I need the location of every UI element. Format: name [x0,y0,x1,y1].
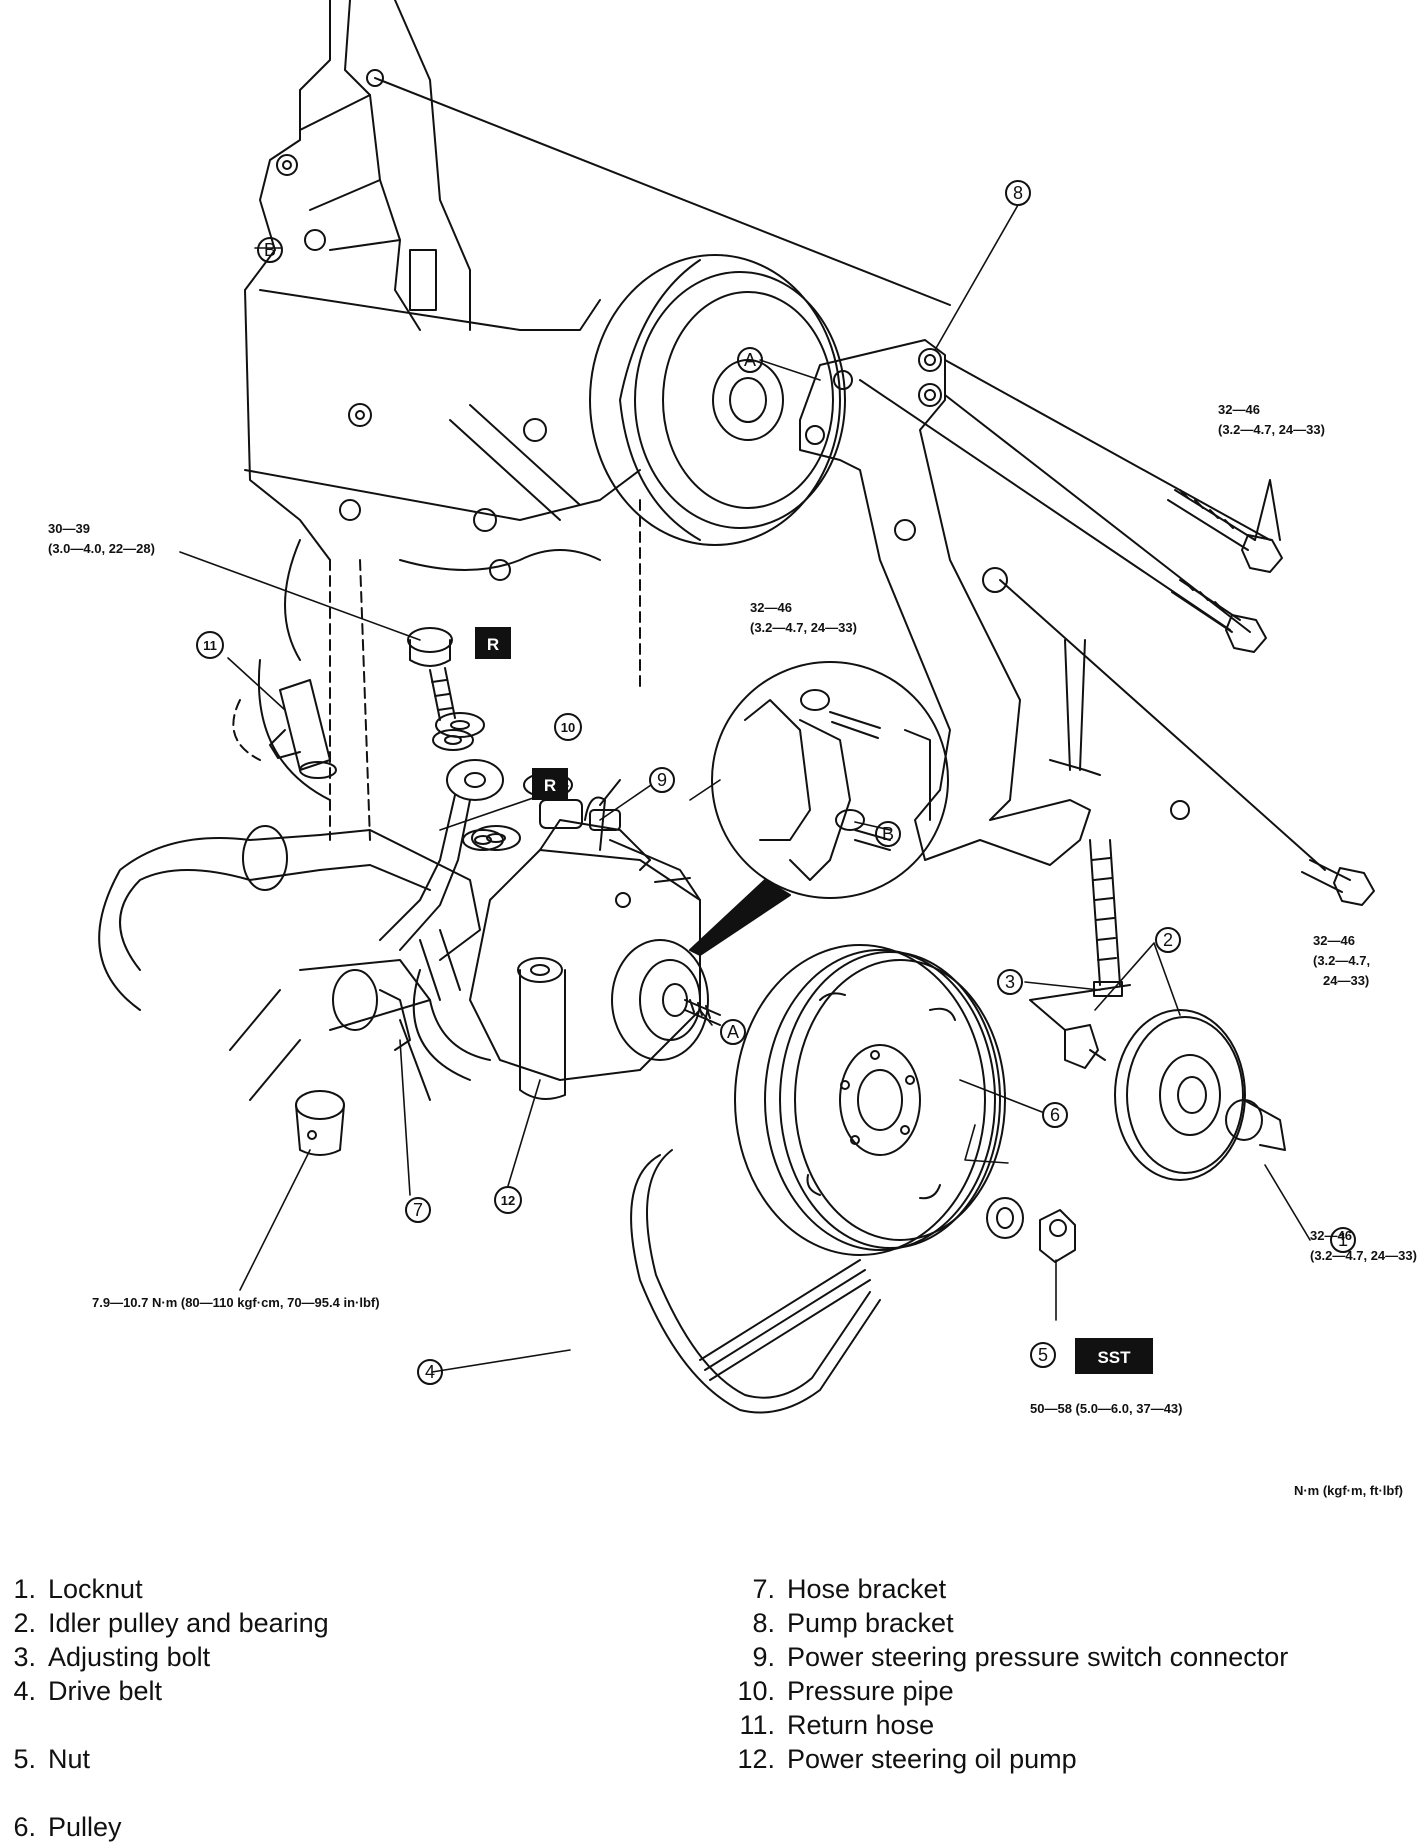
callout-8: 8 [1005,180,1031,206]
return-hose [269,679,337,779]
exploded-diagram: 1 2 3 4 5 6 7 8 9 10 11 12 [48,0,1417,1498]
callout-9: 9 [649,767,675,793]
svg-text:32—46: 32—46 [750,600,792,615]
hose-bracket [379,989,431,1101]
legend-right: 7.Hose bracket 8.Pump bracket 9.Power st… [725,1572,1288,1776]
callout-7: 7 [405,1197,431,1223]
legend-item: 8.Pump bracket [752,1608,954,1638]
nut-and-washer [986,1197,1076,1263]
svg-text:A: A [727,1022,739,1042]
torque-hose-cap: 7.9—10.7 N·m (80—110 kgf·cm, 70—95.4 in·… [92,1295,380,1310]
svg-text:8: 8 [1013,183,1023,203]
svg-text:(3.2—4.7, 24—33): (3.2—4.7, 24—33) [1218,422,1325,437]
callout-a-engine: A [737,347,763,373]
svg-text:R: R [544,776,556,795]
legend-item: 10.Pressure pipe [737,1676,954,1706]
svg-text:24—33): 24—33) [1323,973,1369,988]
callout-b-inset: B [875,821,901,847]
torque-pulley-nut: 50—58 (5.0—6.0, 37—43) [1030,1401,1182,1416]
hose-cap [295,1090,345,1156]
callout-a-pump: A [720,1019,746,1045]
svg-text:10: 10 [561,720,575,735]
pump-pulley [734,944,1006,1256]
svg-text:9: 9 [657,770,667,790]
svg-text:(3.0—4.0, 22—28): (3.0—4.0, 22—28) [48,541,155,556]
callout-b-engine: B [257,237,283,263]
washers [432,729,504,851]
callout-2: 2 [1155,927,1181,953]
badge-sst: SST [1075,1338,1153,1374]
svg-text:A: A [744,350,756,370]
torque-units: N·m (kgf·m, ft·lbf) [1294,1483,1403,1498]
svg-text:6: 6 [1050,1105,1060,1125]
pressure-switch-connector [584,779,621,851]
callout-12: 12 [494,1186,522,1214]
svg-text:7: 7 [413,1200,423,1220]
svg-text:32—46: 32—46 [1218,402,1260,417]
legend-left: 1.Locknut 2.Idler pulley and bearing 3.A… [10,1572,329,1844]
torque-locknut: 32—46 (3.2—4.7, 24—33) [1310,1228,1417,1263]
bracket-bolts [859,359,1375,906]
callout-6: 6 [1042,1102,1068,1128]
legend-item: 2.Idler pulley and bearing [13,1608,329,1638]
torque-bracket-bolts: 32—46 (3.2—4.7, 24—33) [1218,402,1325,437]
callout-5: 5 [1030,1342,1056,1368]
torque-lower-bracket-bolt: 32—46 (3.2—4.7, 24—33) [1313,933,1370,988]
callout-3: 3 [997,969,1023,995]
svg-text:SST: SST [1097,1348,1131,1367]
legend-item: 12.Power steering oil pump [737,1744,1077,1774]
svg-text:B: B [264,240,276,260]
torque-inset-bolt: 32—46 (3.2—4.7, 24—33) [750,600,857,635]
power-steering-pump [412,799,721,1100]
svg-text:4: 4 [425,1362,435,1382]
svg-text:1: 1 [1338,1230,1348,1250]
svg-text:32—46: 32—46 [1310,1228,1352,1243]
svg-text:(3.2—4.7, 24—33): (3.2—4.7, 24—33) [750,620,857,635]
callout-4: 4 [417,1359,443,1385]
pump-bracket [799,339,1190,997]
legend-item: 1.Locknut [13,1574,143,1604]
legend-item: 5.Nut [13,1744,91,1774]
legend-item: 9.Power steering pressure switch connect… [752,1642,1289,1672]
callout-10: 10 [554,713,582,741]
legend-item: 7.Hose bracket [752,1574,947,1604]
svg-text:B: B [882,824,894,844]
svg-text:(3.2—4.7, 24—33): (3.2—4.7, 24—33) [1310,1248,1417,1263]
suction-hose [98,825,481,1101]
leader-lines [179,204,1311,1373]
svg-text:3: 3 [1005,972,1015,992]
drive-belt [630,1149,881,1414]
callout-11: 11 [196,631,224,659]
badge-r-upper: R [475,627,511,659]
svg-text:2: 2 [1163,930,1173,950]
badge-r-lower: R [532,768,568,800]
engine-block [232,0,951,841]
svg-text:R: R [487,635,499,654]
callout-1: 1 [1330,1227,1356,1253]
svg-text:32—46: 32—46 [1313,933,1355,948]
detail-inset [689,661,949,956]
legend-item: 11.Return hose [739,1710,935,1740]
svg-text:12: 12 [501,1193,515,1208]
svg-text:5: 5 [1038,1345,1048,1365]
svg-text:11: 11 [203,638,217,653]
legend-item: 3.Adjusting bolt [13,1642,211,1672]
crankshaft-pulley [589,254,846,546]
legend-item: 6.Pulley [13,1812,122,1842]
torque-mount-bolt: 30—39 (3.0—4.0, 22—28) [48,521,155,556]
svg-text:(3.2—4.7,: (3.2—4.7, [1313,953,1370,968]
legend-item: 4.Drive belt [13,1676,163,1706]
pump-mount-bolt [407,627,456,721]
svg-text:30—39: 30—39 [48,521,90,536]
idler-pulley [1029,984,1286,1181]
